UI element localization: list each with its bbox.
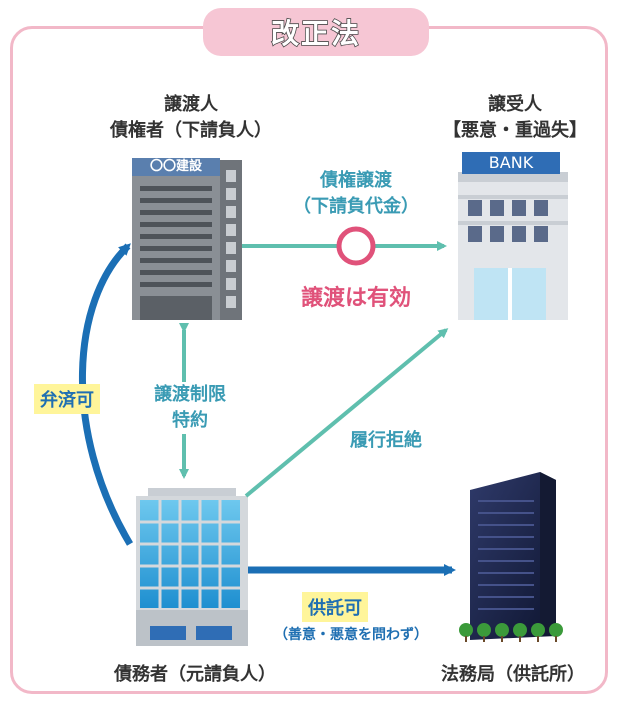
restriction-label: 譲渡制限 特約 (142, 382, 238, 434)
title-tab: 改正法 (203, 8, 429, 56)
set-off-badge: 弁済可 (34, 384, 100, 414)
valid-circle-icon (336, 226, 376, 266)
debtor-building-icon (136, 488, 248, 646)
debtor-label: 債務者（元請負人） (114, 664, 276, 685)
assignor-sign: 〇〇建設 (149, 159, 202, 174)
assignor-label: 譲渡人 債権者（下請負人） (110, 94, 272, 141)
legal-bureau-building-icon (459, 472, 563, 642)
assignor-building-icon (132, 158, 242, 320)
bank-building-icon (458, 152, 568, 320)
deposit-badge: 供託可 (302, 592, 368, 622)
diagram-title: 改正法 (270, 16, 361, 51)
valid-label: 譲渡は有効 (300, 286, 411, 311)
deposit-note: （善意・悪意を問わず） (274, 627, 428, 643)
refusal-arrow (244, 328, 449, 498)
assignee-label: 譲受人 【悪意・重過失】 (443, 94, 587, 141)
payment-arrow (78, 243, 134, 546)
refusal-label: 履行拒絶 (350, 430, 422, 451)
bureau-label: 法務局（供託所） (441, 664, 585, 685)
bank-sign: BANK (488, 153, 534, 172)
transfer-label: 債権譲渡 （下請負代金） (293, 170, 419, 217)
